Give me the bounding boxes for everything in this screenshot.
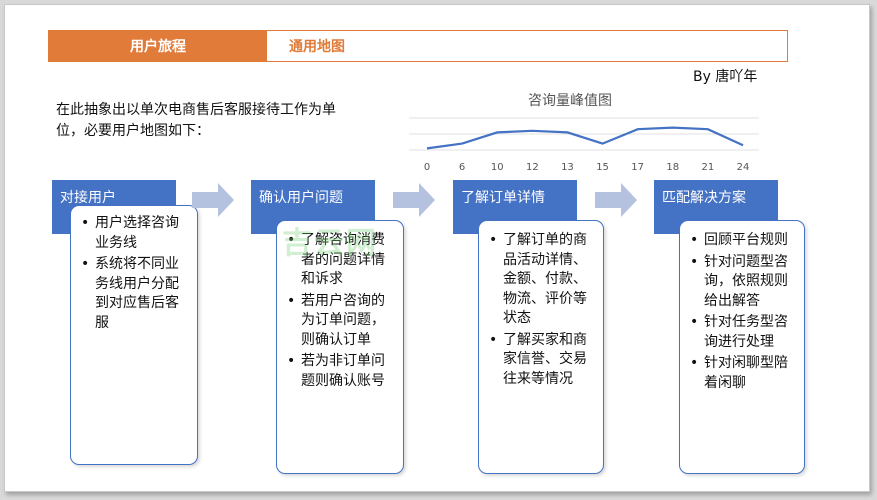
chart-title: 咨询量峰值图 (528, 93, 612, 109)
tab-user-journey[interactable]: 用户旅程 (49, 31, 267, 61)
x-tick-label: 18 (666, 162, 679, 173)
arrow-right-icon (393, 183, 435, 217)
step-2-card: 了解咨询消费者的问题详情和诉求 若用户咨询的为订单问题，则确认订单 若为非订单问… (276, 220, 404, 474)
x-tick-label: 21 (702, 162, 715, 173)
x-tick-label: 6 (459, 162, 465, 173)
x-tick-label: 24 (737, 162, 750, 173)
step-1-title: 对接用户 (60, 190, 116, 206)
x-tick-label: 15 (596, 162, 609, 173)
tab-general-map[interactable]: 通用地图 (289, 39, 345, 55)
step-3-item: 了解订单的商品活动详情、金额、付款、物流、评价等状态 (487, 231, 597, 329)
series-line (426, 126, 744, 150)
step-3-title: 了解订单详情 (461, 190, 545, 206)
step-4-item: 针对闲聊型陪着闲聊 (688, 354, 798, 393)
step-3-card: 了解订单的商品活动详情、金额、付款、物流、评价等状态 了解买家和商家信誉、交易往… (478, 220, 604, 474)
step-2-item: 若为非订单问题则确认账号 (285, 352, 397, 391)
arrow-right-icon (192, 183, 234, 217)
x-tick-label: 10 (491, 162, 504, 173)
step-4-card: 回顾平台规则 针对问题型咨询，依照规则给出解答 针对任务型咨询进行处理 针对闲聊… (679, 220, 805, 474)
x-tick-label: 13 (561, 162, 574, 173)
step-1-card: 用户选择咨询业务线 系统将不同业务线用户分配到对应售后客服 (70, 205, 198, 465)
watermark: 吉云网 (282, 226, 378, 261)
step-2-item: 若用户咨询的为订单问题，则确认订单 (285, 292, 397, 351)
consult-peak-chart: 0 6 10 12 13 15 17 18 21 24 (409, 117, 759, 173)
x-tick-label: 12 (526, 162, 539, 173)
x-tick-label: 17 (631, 162, 644, 173)
step-3-item: 了解买家和商家信誉、交易往来等情况 (487, 331, 597, 390)
step-2-item: 了解咨询消费者的问题详情和诉求 (285, 231, 397, 290)
intro-text: 在此抽象出以单次电商售后客服接待工作为单位，必要用户地图如下： (56, 102, 336, 139)
step-4-item: 针对问题型咨询，依照规则给出解答 (688, 253, 798, 312)
step-4-item: 回顾平台规则 (688, 231, 798, 251)
step-2-title: 确认用户问题 (259, 190, 343, 206)
step-1-item: 用户选择咨询业务线 (79, 214, 191, 253)
step-1-item: 系统将不同业务线用户分配到对应售后客服 (79, 255, 191, 333)
step-4-item: 针对任务型咨询进行处理 (688, 313, 798, 352)
arrow-right-icon (595, 183, 637, 217)
tab-bar: 用户旅程 通用地图 (48, 30, 788, 62)
author-credit: By 唐吖年 (693, 69, 758, 85)
step-4-title: 匹配解决方案 (662, 190, 746, 206)
x-tick-label: 0 (424, 162, 430, 173)
